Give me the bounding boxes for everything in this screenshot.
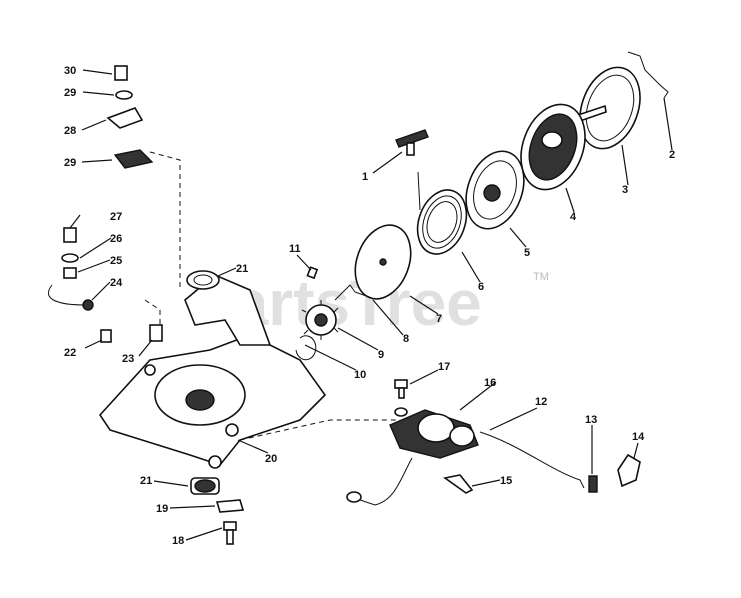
- callout-30: 29: [64, 87, 76, 99]
- callout-labels: 30 29 28 29 27 26 25 24 22 23 21 1 2 3 4…: [64, 65, 675, 547]
- callout-24: 23: [122, 353, 134, 365]
- callout-29b: 29: [64, 157, 76, 169]
- callout-28: 27: [110, 211, 122, 223]
- part-8-spring-clip: [334, 284, 373, 301]
- callout-2: 2: [669, 149, 675, 161]
- part-25-wire: [47, 284, 86, 306]
- part-7-drive-plate: [354, 224, 412, 300]
- watermark-tm: TM: [533, 271, 549, 283]
- part-17-screw: [394, 379, 408, 417]
- callout-16: 16: [484, 377, 496, 389]
- leader-lines: [69, 69, 673, 541]
- part-23-screw: [100, 329, 112, 343]
- part-29-bracket-lower: [113, 149, 154, 169]
- part-4-spring-housing: [520, 103, 586, 191]
- part-13-spring: [588, 475, 598, 493]
- callout-5: 5: [524, 247, 530, 259]
- part-22-oil-seal: [186, 270, 220, 290]
- part-28-screw: [63, 227, 77, 243]
- part-16-ignition-coil: [389, 409, 479, 459]
- callout-27: 26: [110, 233, 122, 245]
- callout-13: 13: [585, 414, 597, 426]
- callout-15: 15: [500, 475, 512, 487]
- part-31-screw: [114, 65, 128, 81]
- callout-22: 21: [236, 263, 248, 275]
- callout-26: 25: [110, 255, 122, 267]
- callout-29a: 28: [64, 125, 76, 137]
- callout-8: 8: [403, 333, 409, 345]
- callout-10: 10: [354, 369, 366, 381]
- part-29-bracket-upper: [106, 107, 144, 129]
- part-20-crankcase-cover: [98, 274, 327, 469]
- part-30-washer: [115, 90, 133, 100]
- part-19-plate: [215, 499, 245, 513]
- part-18-bolt: [223, 521, 237, 545]
- callout-9: 9: [378, 349, 384, 361]
- part-11-screw: [306, 266, 319, 280]
- callout-21: 21: [140, 475, 152, 487]
- part-14-terminal: [617, 453, 641, 488]
- callout-23: 22: [64, 347, 76, 359]
- part-16-ground-wire: [359, 457, 413, 506]
- callout-11: 11: [289, 243, 301, 255]
- callout-14: 14: [632, 431, 645, 443]
- callout-25: 24: [110, 277, 123, 289]
- part-26-clip: [63, 267, 77, 279]
- callout-19: 19: [156, 503, 168, 515]
- part-1-starter-handle: [395, 129, 429, 156]
- part-2-spring-wire: [627, 51, 669, 99]
- callout-1: 1: [362, 171, 368, 183]
- callout-6: 6: [478, 281, 484, 293]
- callout-17: 17: [438, 361, 450, 373]
- callout-7: 7: [436, 313, 442, 325]
- part-15-clip: [443, 474, 474, 494]
- part-10-snap-ring: [295, 335, 317, 361]
- callout-4: 4: [570, 211, 577, 223]
- callout-20: 20: [265, 453, 277, 465]
- part-5-pulley: [465, 150, 525, 230]
- part-24-bracket: [149, 324, 163, 342]
- callout-12: 12: [535, 396, 547, 408]
- callout-3: 3: [622, 184, 628, 196]
- part-21-bearing: [190, 477, 220, 495]
- construction-lines: [144, 151, 400, 441]
- callout-31: 30: [64, 65, 76, 77]
- part-27-washer: [61, 253, 79, 263]
- part-9-pinion-gear: [301, 300, 339, 340]
- part-12-lead-wire: [479, 431, 585, 489]
- part-25-terminal: [82, 299, 94, 311]
- wire-terminal: [346, 491, 362, 503]
- part-6-rope-coil: [416, 171, 468, 255]
- callout-18: 18: [172, 535, 184, 547]
